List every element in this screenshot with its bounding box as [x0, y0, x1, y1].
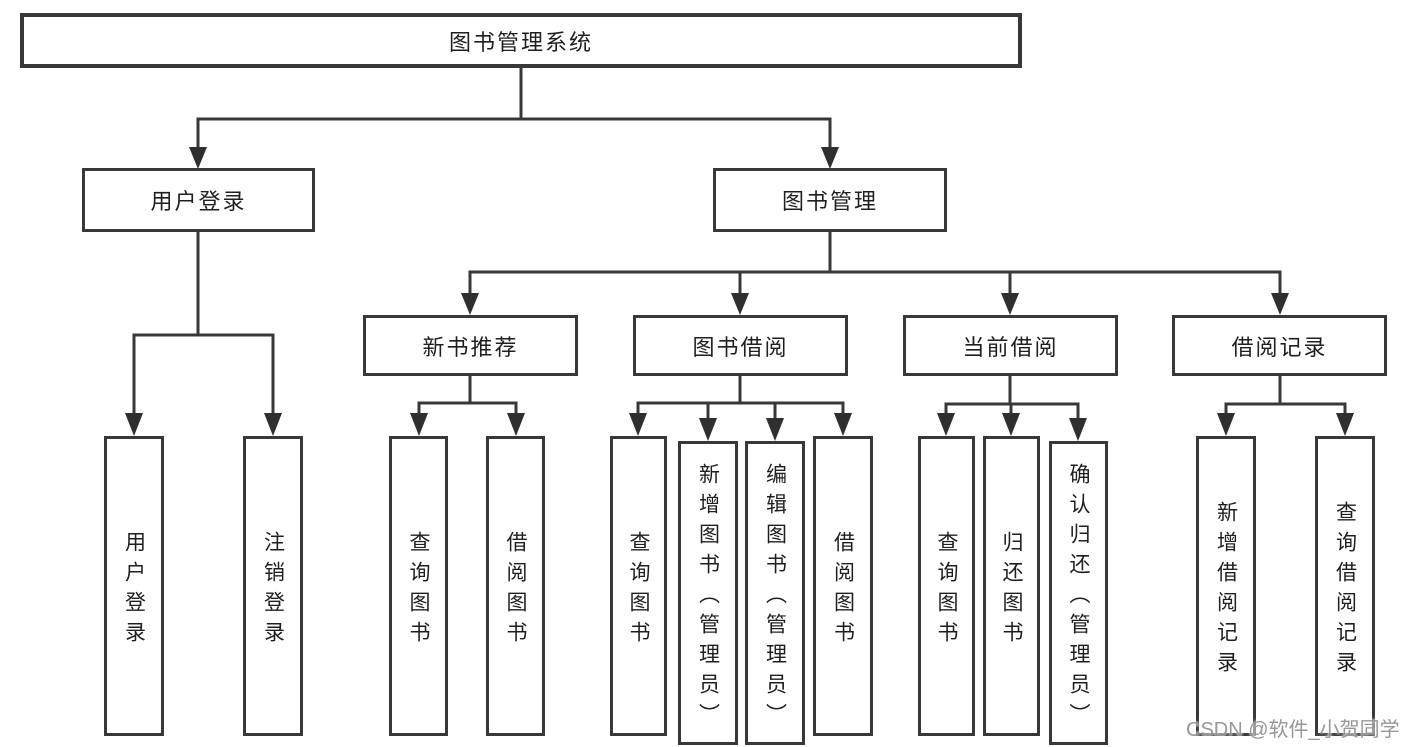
leaf-edit-books-admin-label: 编辑图书（管理员）: [763, 462, 787, 733]
leaf-add-books-admin-label: 新增图书（管理员）: [696, 462, 720, 733]
node-book-management: 图书管理: [713, 168, 947, 232]
csdn-watermark: CSDN @软件_小贺同学: [1186, 719, 1400, 741]
node-book-borrowing-label: 图书借阅: [692, 334, 789, 360]
leaf-confirm-return-admin: 确认归还（管理员）: [1049, 441, 1108, 745]
leaf-return-books: 归还图书: [983, 436, 1040, 736]
node-new-book-recommend: 新书推荐: [363, 315, 578, 376]
leaf-query-books-recommend-label: 查询图书: [407, 530, 430, 651]
leaf-add-borrow-record-label: 新增借阅记录: [1214, 500, 1238, 681]
leaf-confirm-return-admin-label: 确认归还（管理员）: [1067, 462, 1090, 733]
leaf-borrow-books-recommend: 借阅图书: [486, 436, 545, 736]
leaf-return-books-label: 归还图书: [1000, 530, 1023, 651]
node-book-management-label: 图书管理: [781, 189, 878, 214]
leaf-query-borrow-record-label: 查询借阅记录: [1333, 500, 1357, 681]
leaf-query-books-borrow-label: 查询图书: [627, 530, 650, 651]
leaf-query-books-current: 查询图书: [918, 436, 975, 736]
leaf-add-borrow-record: 新增借阅记录: [1196, 436, 1256, 736]
leaf-user-login: 用户登录: [104, 436, 164, 736]
node-new-book-recommend-label: 新书推荐: [422, 334, 519, 360]
leaf-add-books-admin: 新增图书（管理员）: [678, 441, 738, 745]
leaf-logout-label: 注销登录: [261, 530, 285, 651]
leaf-query-books-current-label: 查询图书: [935, 530, 958, 651]
leaf-edit-books-admin: 编辑图书（管理员）: [745, 441, 805, 745]
node-user-login-label: 用户登录: [150, 189, 247, 214]
node-borrow-records: 借阅记录: [1172, 315, 1387, 376]
leaf-borrow-books-recommend-label: 借阅图书: [504, 530, 527, 651]
leaf-query-books-borrow: 查询图书: [610, 436, 667, 736]
leaf-query-borrow-record: 查询借阅记录: [1315, 436, 1375, 736]
leaf-borrow-books: 借阅图书: [813, 436, 873, 736]
node-library-system: 图书管理系统: [20, 13, 1022, 68]
node-borrow-records-label: 借阅记录: [1231, 334, 1328, 360]
leaf-user-login-label: 用户登录: [122, 530, 146, 651]
node-book-borrowing: 图书借阅: [633, 315, 848, 376]
leaf-borrow-books-label: 借阅图书: [831, 530, 855, 651]
node-current-borrowing-label: 当前借阅: [962, 334, 1059, 360]
leaf-logout: 注销登录: [243, 436, 303, 736]
leaf-query-books-recommend: 查询图书: [389, 436, 448, 736]
node-library-system-label: 图书管理系统: [448, 29, 593, 55]
node-current-borrowing: 当前借阅: [903, 315, 1118, 376]
node-user-login: 用户登录: [82, 168, 315, 232]
